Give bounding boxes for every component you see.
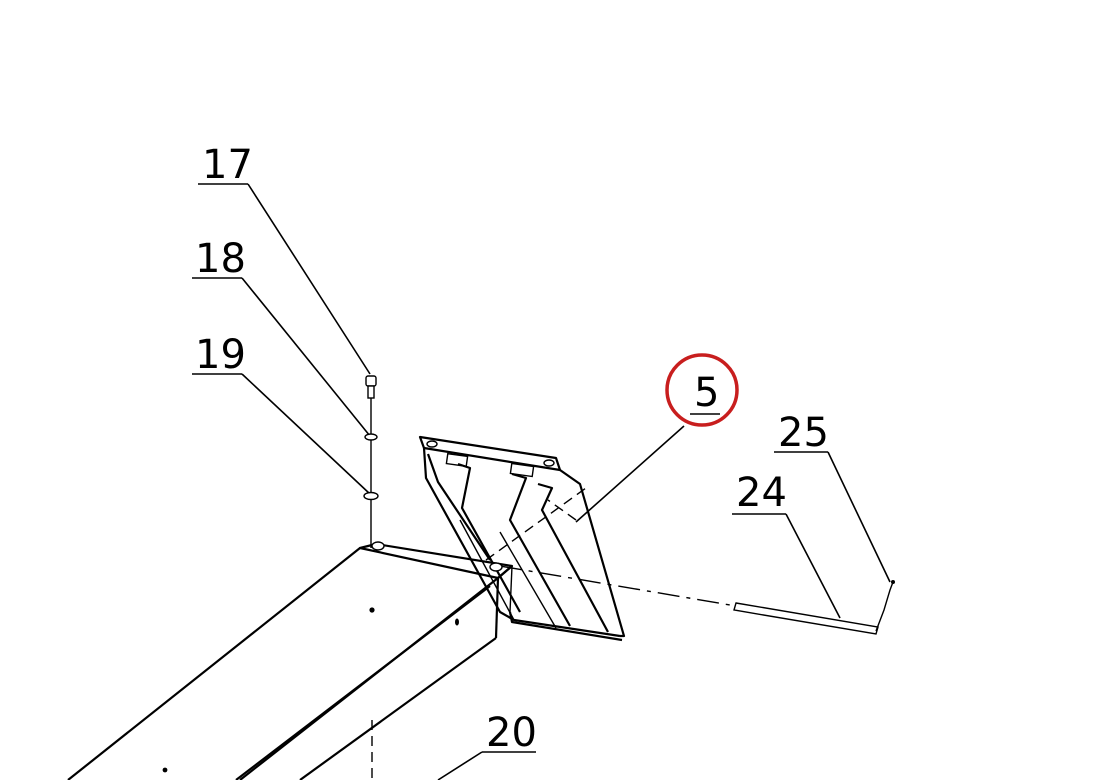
callout-20-leader: [437, 751, 483, 780]
callout-25: 25: [774, 410, 891, 583]
fastener-stack: [363, 375, 379, 548]
callout-19-label: 19: [195, 332, 246, 378]
channel-edge-outer: [67, 547, 361, 780]
flap-hidden-line-1: [485, 487, 587, 561]
callout-24-leader: [785, 513, 841, 619]
callout-17-leader: [247, 183, 371, 375]
callout-24-label: 24: [736, 470, 787, 516]
channel-hole-left: [371, 541, 385, 551]
callout-25-leader: [827, 451, 891, 583]
washer-19: [363, 491, 379, 501]
callout-25-label: 25: [778, 410, 829, 456]
channel-end-corner: [497, 565, 513, 579]
channel-edge-front-inner: [235, 585, 491, 780]
hinge-pin-group: [499, 565, 895, 635]
body-hole-1: [369, 607, 375, 613]
flap-rib-inner-1: [459, 519, 515, 621]
channel-end-vertical: [494, 577, 500, 639]
washer-18: [364, 433, 378, 441]
callout-18: 18: [192, 236, 371, 437]
callout-5: 5: [575, 353, 739, 523]
callout-17: 17: [198, 142, 371, 375]
flap-rib-2: [457, 462, 521, 613]
hinge-pin: [733, 602, 879, 635]
flap-assembly: [418, 435, 626, 642]
callout-5-label: 5: [694, 370, 719, 416]
hinge-axis-line: [499, 565, 737, 607]
body-hole-3: [162, 767, 168, 773]
flap-side-edge: [559, 469, 626, 638]
flap-rib-1: [426, 453, 491, 561]
body-hole-2: [455, 618, 459, 626]
callout-18-label: 18: [195, 236, 246, 282]
flap-back-edge: [422, 447, 621, 638]
flap-top-plate: [418, 435, 562, 472]
flap-rib-4: [537, 482, 609, 633]
callout-18-leader: [241, 277, 371, 437]
pin-clip-end: [891, 580, 895, 584]
channel-body: [67, 541, 514, 780]
flap-hole-left: [426, 440, 438, 448]
pin-clip: [875, 581, 894, 632]
callout-5-leader: [575, 425, 685, 523]
callout-24: 24: [732, 470, 841, 619]
callout-20: 20: [437, 710, 537, 780]
flap-rib-inner-2: [499, 531, 557, 629]
channel-bottom-edge: [299, 637, 497, 780]
callout-19-leader: [241, 373, 371, 495]
flap-bottom-lip: [508, 611, 623, 642]
channel-end-back: [509, 565, 513, 613]
channel-hole-right: [489, 562, 503, 572]
bolt-head: [365, 375, 377, 387]
flap-hole-right: [543, 459, 555, 467]
hinge-knuckle-right: [509, 462, 535, 478]
highlight-circle: [665, 353, 739, 427]
callout-20-label: 20: [486, 710, 537, 756]
callout-19: 19: [192, 332, 371, 495]
hinge-knuckle-left: [445, 452, 469, 468]
callout-17-label: 17: [202, 142, 253, 188]
flap-rib-3: [508, 472, 571, 627]
bolt-shank: [367, 385, 375, 399]
flap-hidden-line-2: [547, 499, 577, 521]
